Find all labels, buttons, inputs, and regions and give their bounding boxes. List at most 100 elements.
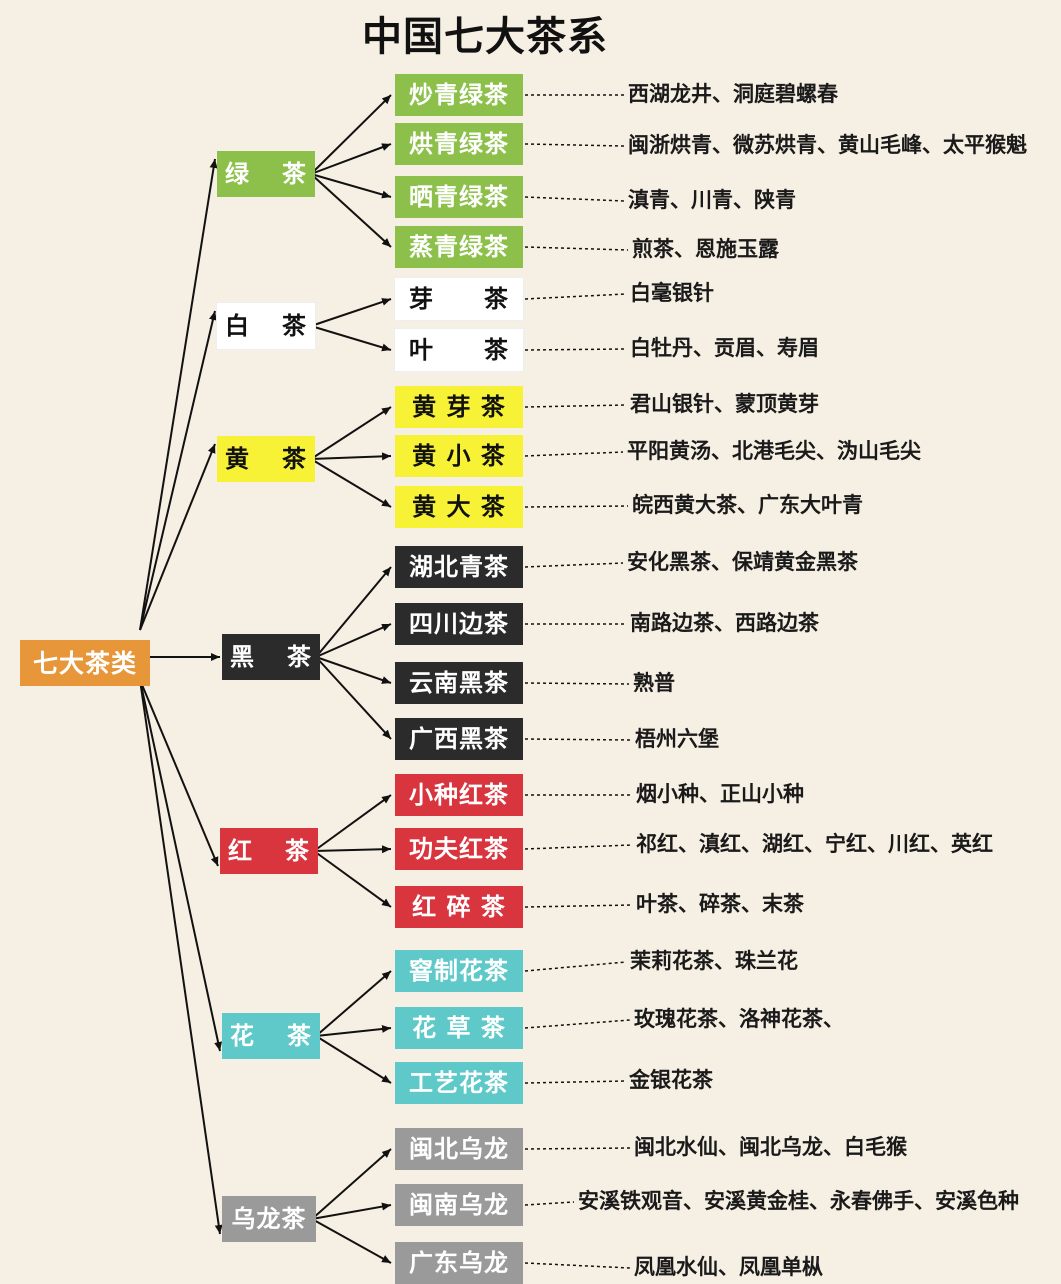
category-to-sub-arrow bbox=[310, 298, 392, 327]
example-teas: 白牡丹、贡眉、寿眉 bbox=[630, 335, 819, 360]
category-to-sub-arrow bbox=[315, 656, 392, 684]
category-to-sub-arrow bbox=[313, 794, 392, 852]
category-label: 花 bbox=[230, 1022, 255, 1050]
category-label: 红 bbox=[228, 837, 253, 865]
example-teas: 西湖龙井、洞庭碧螺春 bbox=[628, 81, 838, 106]
example-teas: 皖西黄大茶、广东大叶青 bbox=[632, 492, 863, 517]
subcategory-node: 功夫红茶 bbox=[395, 828, 523, 870]
subcategory-node: 蒸青绿茶 bbox=[395, 226, 523, 268]
root-to-category-arrow bbox=[139, 679, 223, 1052]
category-to-sub-arrow bbox=[315, 623, 392, 658]
example-teas: 煎茶、恩施玉露 bbox=[632, 236, 779, 261]
example-teas: 平阳黄汤、北港毛尖、沩山毛尖 bbox=[627, 438, 921, 463]
category-node: 黄茶 bbox=[217, 436, 315, 482]
example-teas: 滇青、川青、陕青 bbox=[628, 187, 796, 212]
example-dashed-line bbox=[524, 143, 625, 147]
subcategory-node: 四川边茶 bbox=[395, 603, 523, 645]
example-dashed-line bbox=[524, 1262, 631, 1269]
subcategory-node: 湖北青茶 bbox=[395, 546, 523, 588]
category-label: 乌龙茶 bbox=[231, 1205, 307, 1233]
category-label: 黄 bbox=[225, 445, 250, 473]
category-label: 茶 bbox=[285, 837, 310, 865]
category-label: 茶 bbox=[282, 160, 307, 188]
page-title: 中国七大茶系 bbox=[362, 14, 608, 60]
category-label: 茶 bbox=[287, 643, 312, 671]
subcategory-node: 烘青绿茶 bbox=[395, 123, 523, 165]
category-to-sub-arrow bbox=[310, 325, 392, 352]
example-dashed-line bbox=[524, 246, 629, 251]
example-dashed-line bbox=[524, 348, 627, 351]
category-to-sub-arrow bbox=[311, 1218, 392, 1264]
category-node: 红茶 bbox=[220, 828, 318, 874]
category-to-sub-arrow bbox=[310, 143, 392, 175]
category-node: 乌龙茶 bbox=[222, 1196, 316, 1242]
subcategory-node: 炒青绿茶 bbox=[395, 74, 523, 116]
subcategory-node: 晒青绿茶 bbox=[395, 176, 523, 218]
subcategory-node: 广东乌龙 bbox=[395, 1242, 523, 1284]
subcategory-node: 红 碎 茶 bbox=[395, 886, 523, 928]
example-dashed-line bbox=[524, 1019, 631, 1029]
category-label: 黑 bbox=[230, 643, 255, 671]
subcategory-node: 黄 芽 茶 bbox=[395, 386, 523, 428]
example-dashed-line bbox=[524, 738, 632, 741]
root-to-category-arrow bbox=[139, 679, 223, 1235]
subcategory-node: 叶 茶 bbox=[395, 329, 523, 371]
category-to-sub-arrow bbox=[311, 1202, 392, 1220]
example-teas: 闽北水仙、闽北乌龙、白毛猴 bbox=[634, 1134, 907, 1159]
category-to-sub-arrow bbox=[310, 406, 392, 460]
example-teas: 茉莉花茶、珠兰花 bbox=[630, 948, 798, 973]
example-teas: 金银花茶 bbox=[629, 1067, 713, 1092]
category-to-sub-arrow bbox=[310, 94, 392, 175]
category-node: 白茶 bbox=[217, 303, 315, 349]
category-to-sub-arrow bbox=[310, 452, 392, 461]
example-dashed-line bbox=[524, 451, 624, 457]
category-to-sub-arrow bbox=[310, 173, 392, 199]
example-teas: 南路边茶、西路边茶 bbox=[630, 610, 819, 635]
example-dashed-line bbox=[524, 1147, 631, 1150]
example-dashed-line bbox=[524, 844, 633, 850]
subcategory-node: 黄 大 茶 bbox=[395, 486, 523, 528]
example-dashed-line bbox=[524, 682, 630, 685]
category-to-sub-arrow bbox=[315, 1024, 392, 1037]
example-teas: 祁红、滇红、湖红、宁红、川红、英红 bbox=[636, 831, 993, 856]
root-to-category-arrow bbox=[139, 158, 218, 631]
category-to-sub-arrow bbox=[310, 458, 392, 508]
category-label: 茶 bbox=[287, 1022, 312, 1050]
example-dashed-line bbox=[524, 505, 629, 508]
subcategory-node: 小种红茶 bbox=[395, 774, 523, 816]
subcategory-node: 黄 小 茶 bbox=[395, 435, 523, 477]
root-to-category-arrow bbox=[139, 310, 217, 631]
example-dashed-line bbox=[524, 404, 627, 408]
example-dashed-line bbox=[524, 196, 625, 202]
category-label: 茶 bbox=[282, 445, 307, 473]
example-dashed-line bbox=[524, 904, 633, 908]
category-to-sub-arrow bbox=[315, 566, 392, 658]
example-teas: 梧州六堡 bbox=[635, 726, 719, 751]
example-teas: 白毫银针 bbox=[630, 280, 714, 305]
subcategory-node: 工艺花茶 bbox=[395, 1062, 523, 1104]
example-teas: 凤凰水仙、凤凰单枞 bbox=[634, 1254, 823, 1279]
category-label: 绿 bbox=[225, 160, 250, 188]
root-to-category-arrow bbox=[139, 443, 216, 631]
example-teas: 安溪铁观音、安溪黄金桂、永春佛手、安溪色种 bbox=[578, 1188, 1019, 1213]
subcategory-node: 闽南乌龙 bbox=[395, 1184, 523, 1226]
category-to-sub-arrow bbox=[310, 173, 392, 248]
example-teas: 安化黑茶、保靖黄金黑茶 bbox=[627, 549, 858, 574]
example-teas: 闽浙烘青、微苏烘青、黄山毛峰、太平猴魁 bbox=[628, 132, 1027, 157]
category-to-sub-arrow bbox=[311, 1148, 392, 1220]
category-label: 茶 bbox=[282, 312, 307, 340]
subcategory-node: 云南黑茶 bbox=[395, 662, 523, 704]
example-teas: 君山银针、蒙顶黄芽 bbox=[630, 391, 819, 416]
category-node: 花茶 bbox=[222, 1013, 320, 1059]
example-dashed-line bbox=[524, 961, 627, 972]
example-teas: 烟小种、正山小种 bbox=[636, 781, 804, 806]
subcategory-node: 闽北乌龙 bbox=[395, 1128, 523, 1170]
category-to-sub-arrow bbox=[315, 656, 392, 740]
subcategory-node: 花 草 茶 bbox=[395, 1007, 523, 1049]
example-teas: 熟普 bbox=[633, 670, 675, 695]
category-node: 绿茶 bbox=[217, 151, 315, 197]
subcategory-node: 广西黑茶 bbox=[395, 718, 523, 760]
category-node: 黑茶 bbox=[222, 634, 320, 680]
